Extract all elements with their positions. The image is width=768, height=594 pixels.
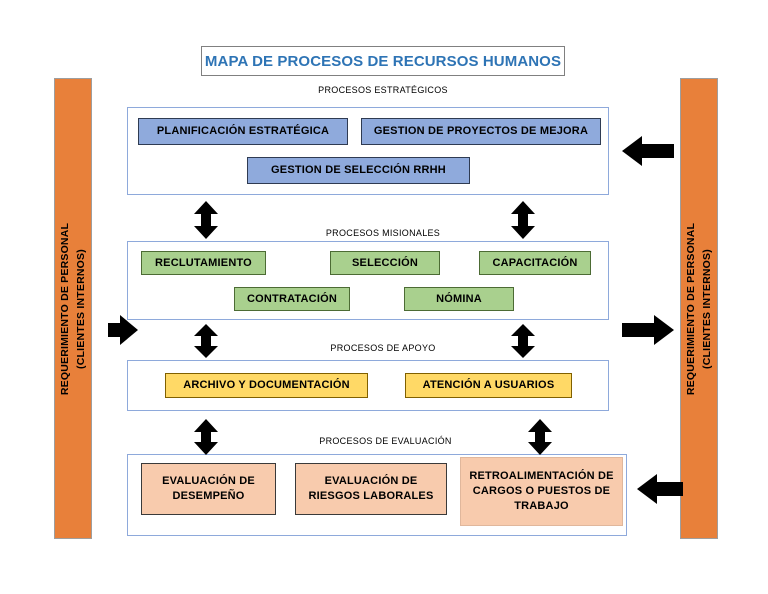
process-box-gestion-proyectos-mejora[interactable]: GESTION DE PROYECTOS DE MEJORA (361, 118, 601, 145)
arrow-output-middle-right-icon (622, 313, 674, 347)
arrow-link-apoyo-evaluacion-left-icon (193, 419, 219, 455)
process-box-seleccion[interactable]: SELECCIÓN (330, 251, 440, 275)
diagram-title-box: MAPA DE PROCESOS DE RECURSOS HUMANOS (201, 46, 565, 76)
right-output-bar-line2: (CLIENTES INTERNOS) (701, 248, 713, 369)
process-box-gestion-seleccion-rrhh[interactable]: GESTION DE SELECCIÓN RRHH (247, 157, 470, 184)
section-label-estrategicos: PROCESOS ESTRATÉGICOS (318, 85, 448, 95)
process-box-evaluacion-riesgos-laborales[interactable]: EVALUACIÓN DE RIESGOS LABORALES (295, 463, 447, 515)
arrow-link-misionales-apoyo-left-icon (193, 324, 219, 358)
process-box-archivo-documentacion[interactable]: ARCHIVO Y DOCUMENTACIÓN (165, 373, 368, 398)
page-title: MAPA DE PROCESOS DE RECURSOS HUMANOS (204, 52, 562, 70)
process-box-contratacion[interactable]: CONTRATACIÓN (234, 287, 350, 311)
section-label-evaluacion: PROCESOS DE EVALUACIÓN (319, 436, 452, 446)
arrow-link-estrategicos-misionales-left-icon (193, 201, 219, 239)
section-label-apoyo: PROCESOS DE APOYO (330, 343, 436, 353)
arrow-input-middle-left-icon (108, 313, 138, 347)
arrow-link-apoyo-evaluacion-right-icon (527, 419, 553, 455)
left-input-bar: REQUERIMIENTO DE PERSONAL (CLIENTES INTE… (54, 78, 92, 539)
process-box-planificacion-estrategica[interactable]: PLANIFICACIÓN ESTRATÉGICA (138, 118, 348, 145)
process-box-capacitacion[interactable]: CAPACITACIÓN (479, 251, 591, 275)
process-box-reclutamiento[interactable]: RECLUTAMIENTO (141, 251, 266, 275)
process-box-evaluacion-desempeno[interactable]: EVALUACIÓN DE DESEMPEÑO (141, 463, 276, 515)
right-output-bar-label: REQUERIMIENTO DE PERSONAL (CLIENTES INTE… (683, 222, 715, 394)
arrow-input-top-right-icon (622, 134, 674, 168)
arrow-input-bottom-right-icon (637, 472, 683, 506)
section-label-misionales: PROCESOS MISIONALES (325, 228, 441, 238)
process-box-retroalimentacion-cargos[interactable]: RETROALIMENTACIÓN DE CARGOS O PUESTOS DE… (460, 457, 623, 526)
right-output-bar: REQUERIMIENTO DE PERSONAL (CLIENTES INTE… (680, 78, 718, 539)
process-box-atencion-usuarios[interactable]: ATENCIÓN A USUARIOS (405, 373, 572, 398)
left-input-bar-label: REQUERIMIENTO DE PERSONAL (CLIENTES INTE… (57, 222, 89, 394)
left-input-bar-line2: (CLIENTES INTERNOS) (75, 248, 87, 369)
left-input-bar-line1: REQUERIMIENTO DE PERSONAL (59, 222, 71, 395)
process-box-nomina[interactable]: NÓMINA (404, 287, 514, 311)
arrow-link-estrategicos-misionales-right-icon (510, 201, 536, 239)
arrow-link-misionales-apoyo-right-icon (510, 324, 536, 358)
right-output-bar-line1: REQUERIMIENTO DE PERSONAL (685, 222, 697, 395)
